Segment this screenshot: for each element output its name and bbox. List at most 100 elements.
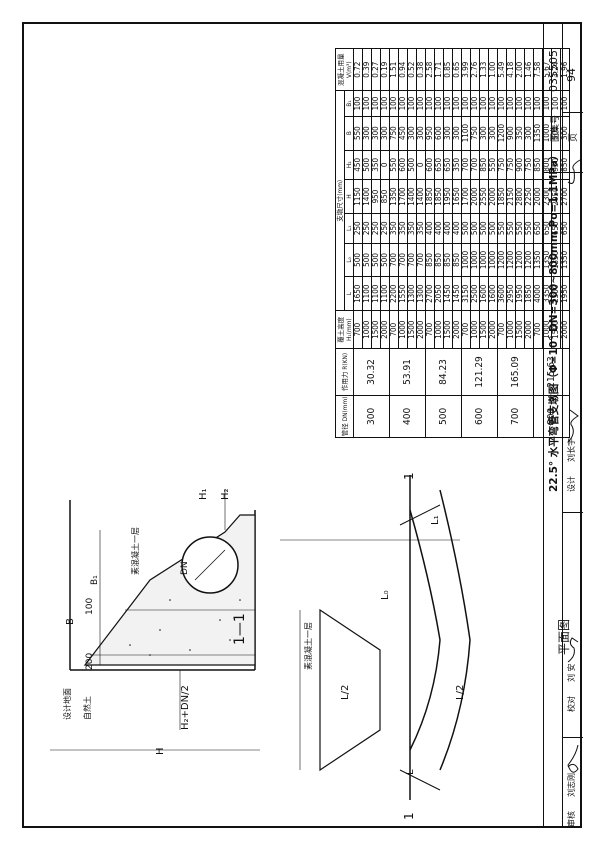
table-cell: 100	[362, 90, 372, 117]
table-cell: 700	[461, 150, 471, 180]
table-cell: 1350	[542, 243, 552, 277]
table-cell: 400	[434, 213, 444, 244]
table-cell: 2700	[425, 276, 435, 311]
table-cell: 300	[362, 116, 372, 151]
table-cell: 400	[443, 213, 453, 244]
cell-dn: 400	[389, 395, 426, 438]
table-cell: 1650	[452, 179, 462, 214]
table-cell: 1.51	[389, 48, 399, 91]
plan-cushion-label: 素混凝土一层	[304, 622, 313, 670]
drawing-frame	[22, 22, 582, 828]
table-cell: 550	[515, 213, 525, 244]
table-cell: 1.96	[560, 48, 570, 91]
table-cell: 550	[497, 213, 507, 244]
table-cell: 750	[470, 116, 480, 151]
table-cell: 2000	[533, 179, 543, 214]
table-cell: 350	[371, 150, 381, 180]
table-cell: 1200	[524, 243, 534, 277]
thrust-block	[83, 514, 256, 666]
table-cell: 550	[488, 150, 498, 180]
table-cell: 1700	[461, 179, 471, 214]
table-cell: 300	[524, 116, 534, 151]
table-cell: 2000	[488, 179, 498, 214]
table-cell: 750	[506, 150, 516, 180]
table-cell: 2.00	[515, 48, 525, 91]
cell-force: 53.91	[389, 348, 426, 396]
table-cell: 700	[533, 310, 543, 349]
table-cell: 850	[479, 150, 489, 180]
table-cell: 350	[416, 213, 426, 244]
table-cell: 2950	[551, 179, 561, 214]
table-cell: 0.65	[452, 48, 462, 91]
plan-pipe	[409, 509, 441, 751]
table-cell: 1100	[380, 276, 390, 311]
table-cell: 500	[362, 243, 372, 277]
th-L0: L₀	[344, 243, 354, 277]
table-cell: 0.85	[443, 48, 453, 91]
table-cell: 100	[398, 90, 408, 117]
table-cell: 900	[515, 150, 525, 180]
table-cell: 500	[371, 243, 381, 277]
th-H: H	[344, 179, 354, 214]
table-cell: 350	[398, 213, 408, 244]
table-cell: 500	[551, 116, 561, 151]
table-cell: 1550	[398, 276, 408, 311]
table-cell: 100	[542, 90, 552, 117]
table-cell: 0.72	[353, 48, 363, 91]
th-L1: L₁	[344, 213, 354, 244]
table-cell: 250	[380, 213, 390, 244]
table-cell: 850	[380, 179, 390, 214]
table-cell: 100	[443, 90, 453, 117]
table-cell: 350	[389, 213, 399, 244]
table-cell: 2800	[515, 179, 525, 214]
table-cell: 750	[524, 150, 534, 180]
table-cell: 2500	[470, 276, 480, 311]
table-cell: 1000	[506, 310, 516, 349]
table-cell: 100	[524, 90, 534, 117]
cell-force: 84.23	[425, 348, 462, 396]
table-cell: 650	[533, 213, 543, 244]
table-cell: 0.27	[371, 48, 381, 91]
table-cell: 1850	[434, 179, 444, 214]
dim-B1-label: B₁	[90, 575, 100, 585]
table-cell: 1.46	[524, 48, 534, 91]
table-cell: 950	[425, 116, 435, 151]
table-cell: 650	[434, 150, 444, 180]
table-cell: 3.99	[461, 48, 471, 91]
table-cell: 600	[425, 150, 435, 180]
table-cell: 3600	[497, 276, 507, 311]
table-cell: 1000	[434, 310, 444, 349]
design-ground-label: 设计地面	[63, 688, 72, 720]
table-cell: 2050	[434, 276, 444, 311]
table-cell: 1400	[362, 179, 372, 214]
table-cell: 250	[371, 213, 381, 244]
table-cell: 850	[533, 150, 543, 180]
table-cell: 500	[407, 150, 417, 180]
table-cell: 100	[425, 90, 435, 117]
table-cell: 1500	[479, 310, 489, 349]
table-cell: 100	[389, 90, 399, 117]
table-cell: 550	[506, 213, 516, 244]
table-cell: 450	[398, 116, 408, 151]
table-cell: 850	[452, 243, 462, 277]
th-cover: 覆土高度 H₁(mm)	[335, 310, 354, 349]
table-cell: 300	[380, 116, 390, 151]
table-cell: 0	[380, 150, 390, 180]
table-cell: 1700	[398, 179, 408, 214]
table-cell: 950	[371, 179, 381, 214]
table-cell: 300	[560, 116, 570, 151]
table-cell: 1350	[551, 243, 561, 277]
th-dims: 支墩尺寸(mm)	[335, 90, 345, 311]
table-cell: 1450	[443, 276, 453, 311]
table-cell: 300	[407, 116, 417, 151]
table-cell: 2300	[542, 179, 552, 214]
table-cell: 600	[434, 116, 444, 151]
table-cell: 100	[560, 90, 570, 117]
cell-dn: 800	[533, 395, 570, 438]
table-cell: 650	[551, 213, 561, 244]
table-cell: 2700	[560, 179, 570, 214]
table-cell: 1000	[542, 310, 552, 349]
cell-dn: 300	[353, 395, 390, 438]
table-cell: 100	[407, 90, 417, 117]
